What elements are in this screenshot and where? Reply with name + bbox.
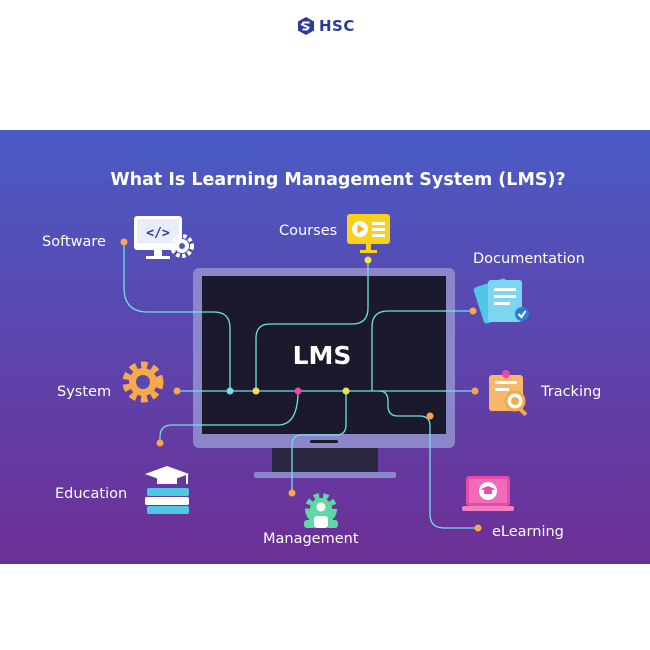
diagram-title: What Is Learning Management System (LMS)… <box>110 170 565 190</box>
brand-name: HSC <box>319 17 355 35</box>
node-label-tracking: Tracking <box>540 384 601 400</box>
junction-cyan <box>226 387 234 395</box>
node-label-documentation: Documentation <box>473 251 585 267</box>
hsc-logo-icon <box>298 17 314 35</box>
team-gear-icon <box>304 493 338 528</box>
laptop-graduation-icon <box>462 476 514 511</box>
node-label-courses: Courses <box>279 223 337 239</box>
node-label-management: Management <box>263 531 359 547</box>
center-label: LMS <box>293 341 352 370</box>
lms-diagram: What Is Learning Management System (LMS)… <box>0 130 650 564</box>
node-label-system: System <box>57 384 111 400</box>
node-label-software: Software <box>42 234 106 250</box>
brand-logo: HSC <box>296 16 355 36</box>
code-monitor-gear-icon: </> <box>134 216 194 259</box>
junction-yellow <box>252 387 260 395</box>
documents-icon <box>473 278 529 324</box>
graduation-books-icon <box>145 466 189 514</box>
monitor <box>193 268 455 478</box>
dot-software <box>120 238 128 246</box>
tracking-search-icon <box>489 370 528 417</box>
dot-courses <box>364 256 372 264</box>
dot-elearning <box>474 524 482 532</box>
junction-yellow-2 <box>342 387 350 395</box>
dot-system <box>173 387 181 395</box>
junction-magenta <box>294 387 302 395</box>
dot-documentation <box>469 307 477 315</box>
node-label-education: Education <box>55 486 127 502</box>
video-course-icon <box>347 214 390 253</box>
dot-management <box>288 489 296 497</box>
dot-tracking <box>471 387 479 395</box>
dot-education <box>156 439 164 447</box>
svg-text:</>: </> <box>146 226 170 241</box>
node-label-elearning: eLearning <box>492 524 564 540</box>
gear-icon <box>122 361 164 403</box>
junction-orange <box>426 412 434 420</box>
connector-dots <box>120 238 482 532</box>
